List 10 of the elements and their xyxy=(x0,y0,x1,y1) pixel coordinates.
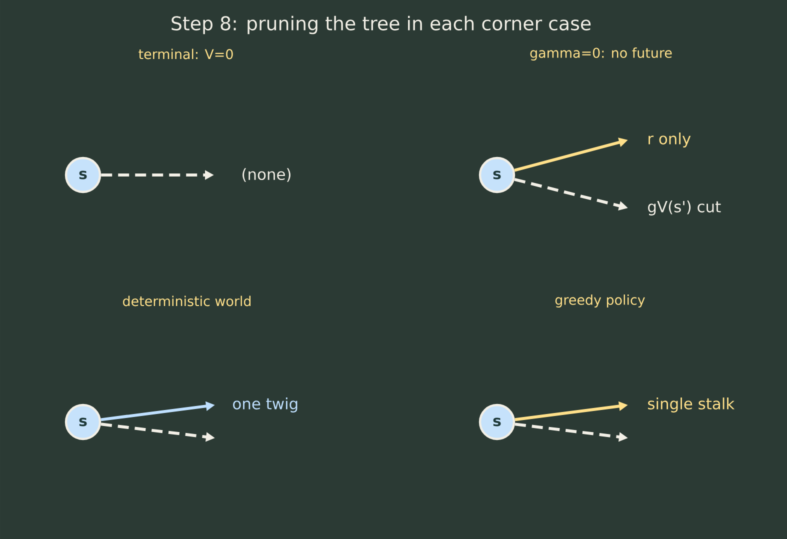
branch-label: gV(s') cut xyxy=(648,200,721,216)
branch-label: one twig xyxy=(233,398,298,412)
branch-label: r only xyxy=(648,132,691,148)
branch-label: (none) xyxy=(242,168,290,182)
branch-label: single stalk xyxy=(648,398,735,412)
panel-heading: gamma=0: no future xyxy=(530,48,672,60)
panel-heading: terminal: V=0 xyxy=(138,48,233,60)
panel-heading: greedy policy xyxy=(555,294,645,308)
panel-heading: deterministic world xyxy=(123,296,251,306)
title: Step 8: pruning the tree in each corner case xyxy=(172,16,591,34)
